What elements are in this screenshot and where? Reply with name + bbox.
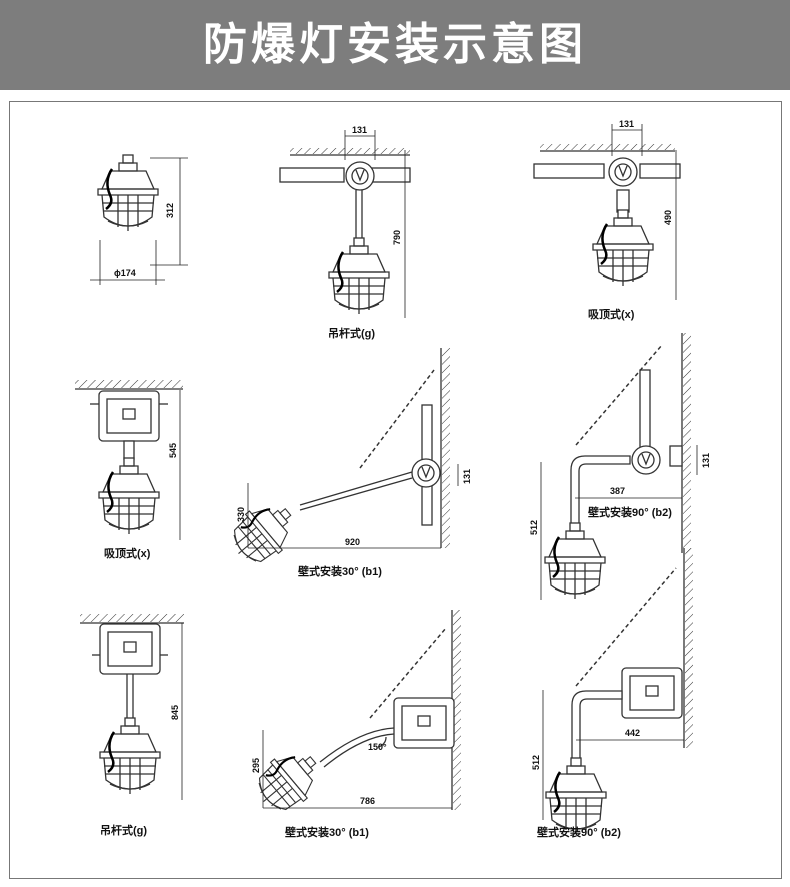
dim-442: 442: [625, 728, 640, 738]
dim-131: 131: [352, 125, 367, 135]
page-title: 防爆灯安装示意图: [203, 19, 587, 70]
figure-bottom-center: 295 786 150° 壁式安装30° (b1): [246, 610, 461, 839]
dim-131c: 131: [462, 469, 472, 484]
dim-131d: 131: [701, 453, 711, 468]
caption-bottom-right: 壁式安装90° (b2): [537, 825, 621, 839]
dim-845: 845: [170, 705, 180, 720]
dim-512: 512: [529, 520, 539, 535]
dim-512b: 512: [531, 755, 541, 770]
figure-bottom-left: 845 吊杆式(g): [80, 614, 184, 837]
dim-330: 330: [236, 507, 246, 522]
caption-bottom-center: 壁式安装30° (b1): [285, 825, 369, 839]
figure-mid-left: 545 吸顶式(x): [75, 380, 183, 560]
caption-bottom-left: 吊杆式(g): [100, 823, 147, 837]
header-banner: 防爆灯安装示意图: [0, 0, 790, 90]
figure-top-left: 312 ϕ174: [90, 153, 188, 285]
dim-312: 312: [165, 203, 175, 218]
figure-top-center: 131 790 吊杆式(g): [279, 125, 411, 340]
figure-mid-center: 330 920 131 壁式安装30° (b1): [221, 348, 472, 578]
diagram-panel: [9, 101, 782, 879]
caption-top-center: 吊杆式(g): [328, 326, 375, 340]
dim-786: 786: [360, 796, 375, 806]
figure-top-right: 131 490 吸顶式(x): [533, 119, 681, 321]
figure-mid-right: 387 512 131 壁式安装90° (b2): [529, 333, 711, 601]
caption-mid-right: 壁式安装90° (b2): [588, 505, 672, 519]
dim-131b: 131: [619, 119, 634, 129]
dim-295: 295: [251, 758, 261, 773]
dim-phi174: ϕ174: [114, 268, 136, 278]
figure-bottom-right: 442 512 壁式安装90° (b2): [531, 548, 693, 839]
dim-387: 387: [610, 486, 625, 496]
caption-mid-center: 壁式安装30° (b1): [298, 564, 382, 578]
dim-490: 490: [663, 210, 673, 225]
dim-920: 920: [345, 537, 360, 547]
dim-150deg: 150°: [368, 742, 387, 752]
caption-mid-left: 吸顶式(x): [104, 546, 151, 560]
caption-top-right: 吸顶式(x): [588, 307, 635, 321]
dim-545: 545: [168, 443, 178, 458]
dim-790: 790: [392, 230, 402, 245]
